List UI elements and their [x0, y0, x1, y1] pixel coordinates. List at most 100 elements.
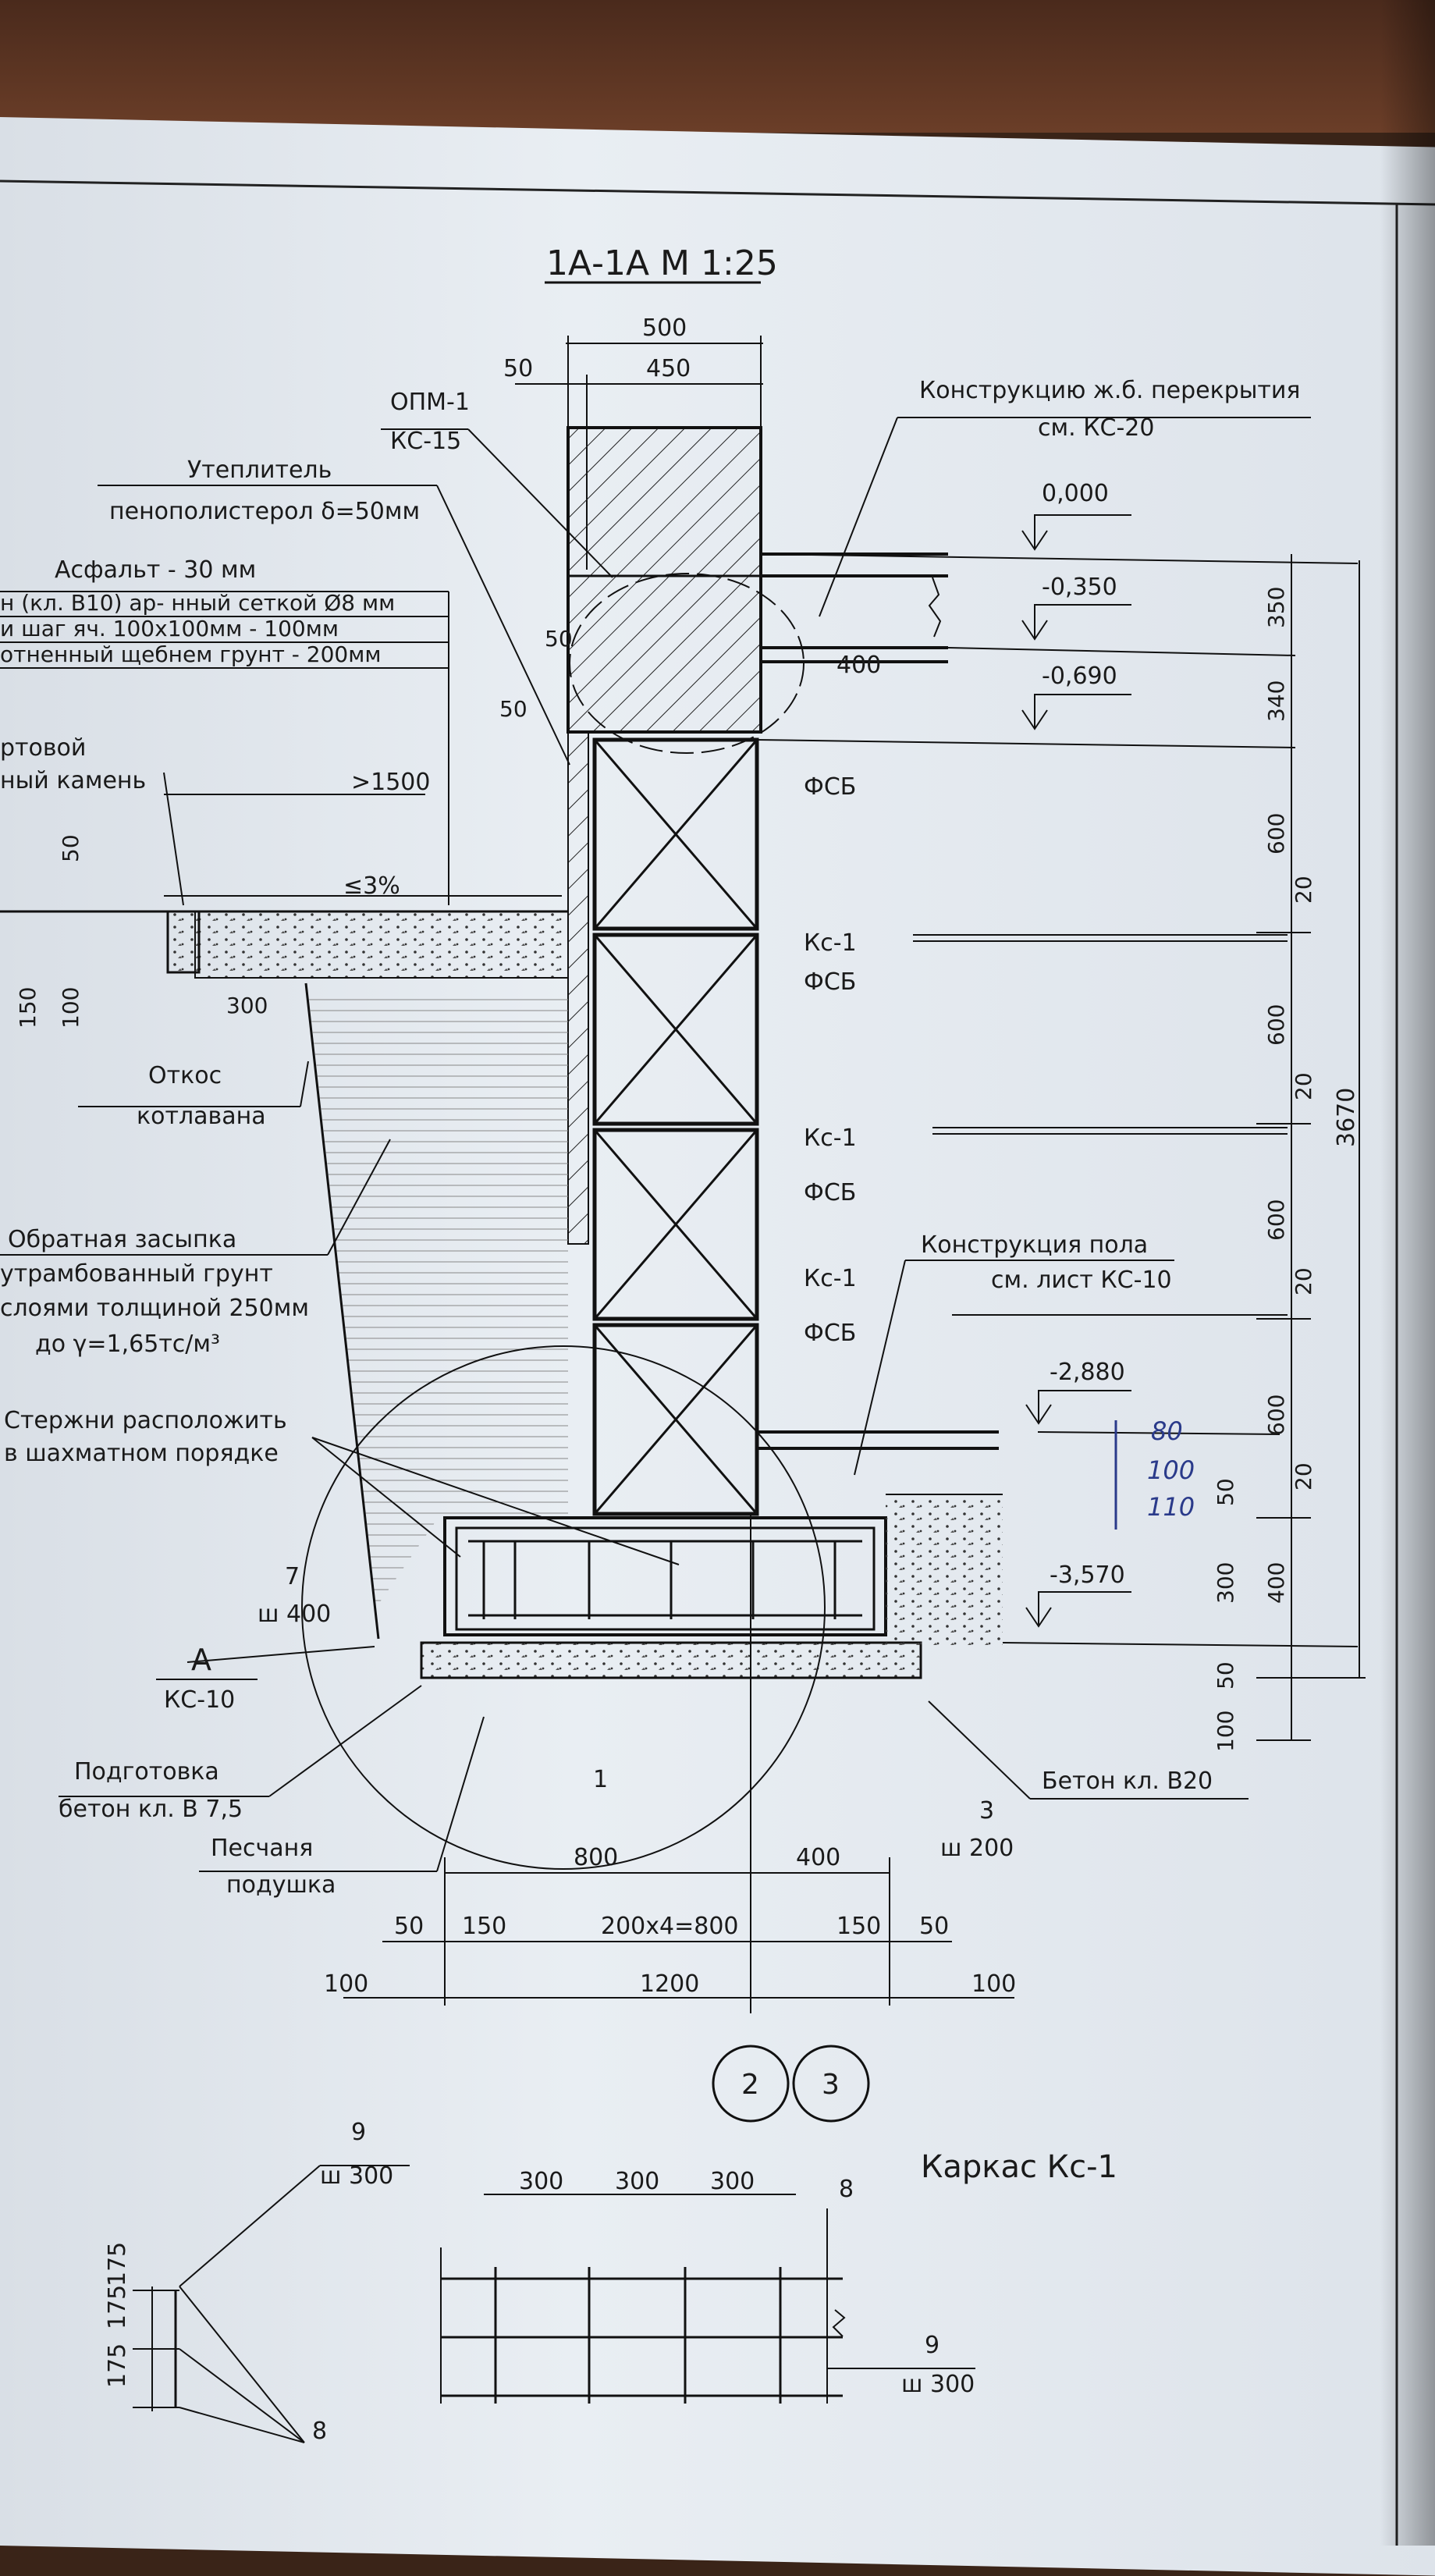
svg-text:50: 50 [1213, 1478, 1238, 1506]
bars-note-2: в шахматном порядке [4, 1440, 279, 1467]
slab-callout-1: Конструкцию ж.б. перекрытия [919, 377, 1300, 404]
backfill-1: Обратная засыпка [8, 1226, 236, 1253]
level-2880: -2,880 [1050, 1359, 1125, 1386]
svg-text:80: 80 [1151, 1416, 1183, 1446]
svg-text:3670: 3670 [1333, 1088, 1360, 1147]
rebar-marks: 7 ш 400 1 3 ш 200 9 ш 300 8 8 9 ш 300 [258, 1563, 1014, 2445]
svg-text:110: 110 [1147, 1492, 1195, 1522]
svg-text:100: 100 [324, 1970, 368, 1998]
detail-circle [301, 1345, 826, 1870]
vertical-dim-chain [1256, 554, 1366, 1741]
axis-label-2: 2 [741, 2069, 759, 2101]
svg-text:ш 300: ш 300 [320, 2162, 393, 2190]
mesh-label: и шаг яч. 100х100мм - 100мм [0, 616, 339, 641]
svg-text:7: 7 [285, 1563, 300, 1590]
kc1-label-1: Кс-1 [804, 929, 857, 957]
edge-shadow [1380, 0, 1435, 2546]
wall-dim-outer: 50 [503, 355, 533, 382]
svg-text:20: 20 [1291, 1072, 1316, 1100]
sand-label-1: Песчаня [211, 1835, 313, 1862]
dim-50-upper: 50 [545, 626, 573, 652]
section-mark: А [191, 1643, 211, 1677]
floor-callout-2: см. лист КС-10 [991, 1267, 1172, 1294]
slab-callout-2: см. КС-20 [1038, 414, 1154, 442]
level-0: 0,000 [1042, 480, 1109, 507]
fsb-label-2: ФСБ [804, 968, 856, 996]
svg-text:9: 9 [925, 2332, 939, 2359]
fsb-label-1: ФСБ [804, 773, 856, 801]
left-small-dims: 50 150 100 300 [15, 834, 268, 1029]
svg-text:600: 600 [1263, 1199, 1289, 1241]
svg-text:340: 340 [1263, 680, 1289, 722]
svg-text:ш 300: ш 300 [901, 2371, 975, 2398]
svg-text:3: 3 [979, 1797, 994, 1825]
opm-sheet: КС-15 [390, 428, 461, 455]
svg-text:20: 20 [1291, 1462, 1316, 1491]
concrete-label: н (кл. В10) ар- нный сеткой Ø8 мм [0, 590, 395, 616]
svg-text:20: 20 [1291, 876, 1316, 904]
curb-label-1: ртовой [0, 734, 86, 762]
svg-text:150: 150 [15, 987, 41, 1029]
prep-label-1: Подготовка [74, 1758, 219, 1785]
asphalt-label: Асфальт - 30 мм [55, 556, 256, 584]
frame-detail [133, 2165, 975, 2443]
svg-text:600: 600 [1263, 1395, 1289, 1436]
dim-50-lower: 50 [499, 696, 527, 722]
slab-dim: 400 [836, 652, 881, 679]
handwritten-notes: 80 100 110 [1114, 1416, 1195, 1530]
svg-text:50: 50 [58, 834, 83, 862]
svg-text:300: 300 [615, 2168, 659, 2195]
svg-text:50: 50 [394, 1913, 424, 1940]
fsb-blocks [592, 737, 759, 1516]
svg-text:400: 400 [796, 1844, 840, 1871]
svg-text:ш 400: ш 400 [258, 1601, 331, 1628]
axis-bubble-2 [712, 2045, 790, 2123]
vertical-dim-labels: 350 340 600 20 600 20 600 20 600 20 50 3… [1213, 587, 1360, 1752]
svg-text:20: 20 [1291, 1267, 1316, 1295]
backfill-3: слоями толщиной 250мм [0, 1295, 309, 1322]
svg-text:400: 400 [1263, 1562, 1289, 1604]
level-3570: -3,570 [1050, 1562, 1125, 1589]
curb-label-2: ный камень [0, 767, 146, 794]
insulation-strip [567, 731, 589, 1245]
insulation-2: пенополистерол δ=50мм [109, 498, 420, 525]
svg-text:175: 175 [104, 2242, 131, 2286]
svg-text:1: 1 [593, 1766, 608, 1793]
opm-label: ОПМ-1 [390, 389, 470, 416]
svg-text:1200: 1200 [640, 1970, 699, 1998]
foundation-slab [420, 1494, 1003, 1679]
wall-dim-total: 500 [642, 314, 687, 342]
svg-text:9: 9 [351, 2119, 366, 2146]
svg-text:300: 300 [226, 993, 268, 1018]
svg-text:8: 8 [839, 2176, 854, 2203]
svg-text:100: 100 [1213, 1711, 1238, 1752]
bottom-dim-lines [343, 1514, 1014, 2013]
ground-floor [757, 1430, 999, 1450]
ks1-lines [913, 934, 1288, 1316]
svg-text:50: 50 [919, 1913, 949, 1940]
bars-note-1: Стержни расположить [4, 1407, 287, 1434]
svg-text:150: 150 [836, 1913, 881, 1940]
frame-title: Каркас Кс-1 [921, 2149, 1117, 2185]
svg-text:175: 175 [104, 2285, 131, 2329]
svg-text:300: 300 [710, 2168, 755, 2195]
svg-text:175: 175 [104, 2343, 131, 2388]
excavation-slope [304, 982, 380, 1640]
level-690: -0,690 [1042, 663, 1117, 690]
backfill-2: утрамбованный грунт [0, 1260, 273, 1288]
svg-text:100: 100 [971, 1970, 1016, 1998]
sand-label-2: подушка [226, 1871, 336, 1899]
svg-text:300: 300 [519, 2168, 563, 2195]
svg-text:8: 8 [312, 2418, 327, 2445]
svg-text:50: 50 [1213, 1661, 1238, 1690]
svg-text:600: 600 [1263, 1004, 1289, 1046]
gravel-label: отненный щебнем грунт - 200мм [0, 641, 381, 667]
detail-ellipse [569, 573, 805, 754]
frame-dims: 300 300 300 175 175 175 [104, 2168, 755, 2388]
svg-text:200х4=800: 200х4=800 [601, 1913, 739, 1940]
level-lines [756, 514, 1359, 1647]
bottom-dim-labels: 800 400 50 150 200х4=800 150 50 100 1200… [324, 1844, 1016, 1998]
axis-label-3: 3 [822, 2069, 840, 2101]
fsb-label-4: ФСБ [804, 1320, 856, 1347]
